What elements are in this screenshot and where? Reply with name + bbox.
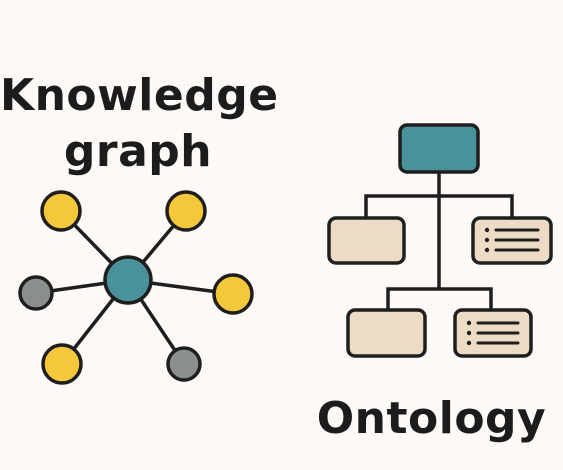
onto-class-node	[346, 308, 427, 358]
kg-node-yellow	[41, 343, 83, 385]
kg-node-hub	[103, 255, 153, 305]
knowledge-graph	[18, 190, 254, 385]
kg-node-yellow	[212, 273, 254, 315]
knowledge-graph-title-line2: graph	[63, 126, 213, 177]
kg-node-yellow	[40, 190, 82, 232]
onto-class-node	[327, 216, 406, 265]
kg-node-yellow	[165, 190, 207, 232]
kg-node-gray	[166, 346, 202, 382]
kg-node-gray	[18, 275, 54, 311]
knowledge-graph-title-line1: Knowledge	[0, 70, 279, 121]
list-icon	[484, 227, 540, 253]
onto-root-node	[398, 123, 480, 174]
onto-edge	[364, 194, 514, 218]
onto-edge	[386, 287, 493, 310]
ontology-tree	[364, 172, 514, 310]
ontology-title: Ontology	[316, 393, 547, 444]
knowledge-graph-title: Knowledge graph	[0, 68, 279, 180]
list-icon	[466, 320, 520, 346]
